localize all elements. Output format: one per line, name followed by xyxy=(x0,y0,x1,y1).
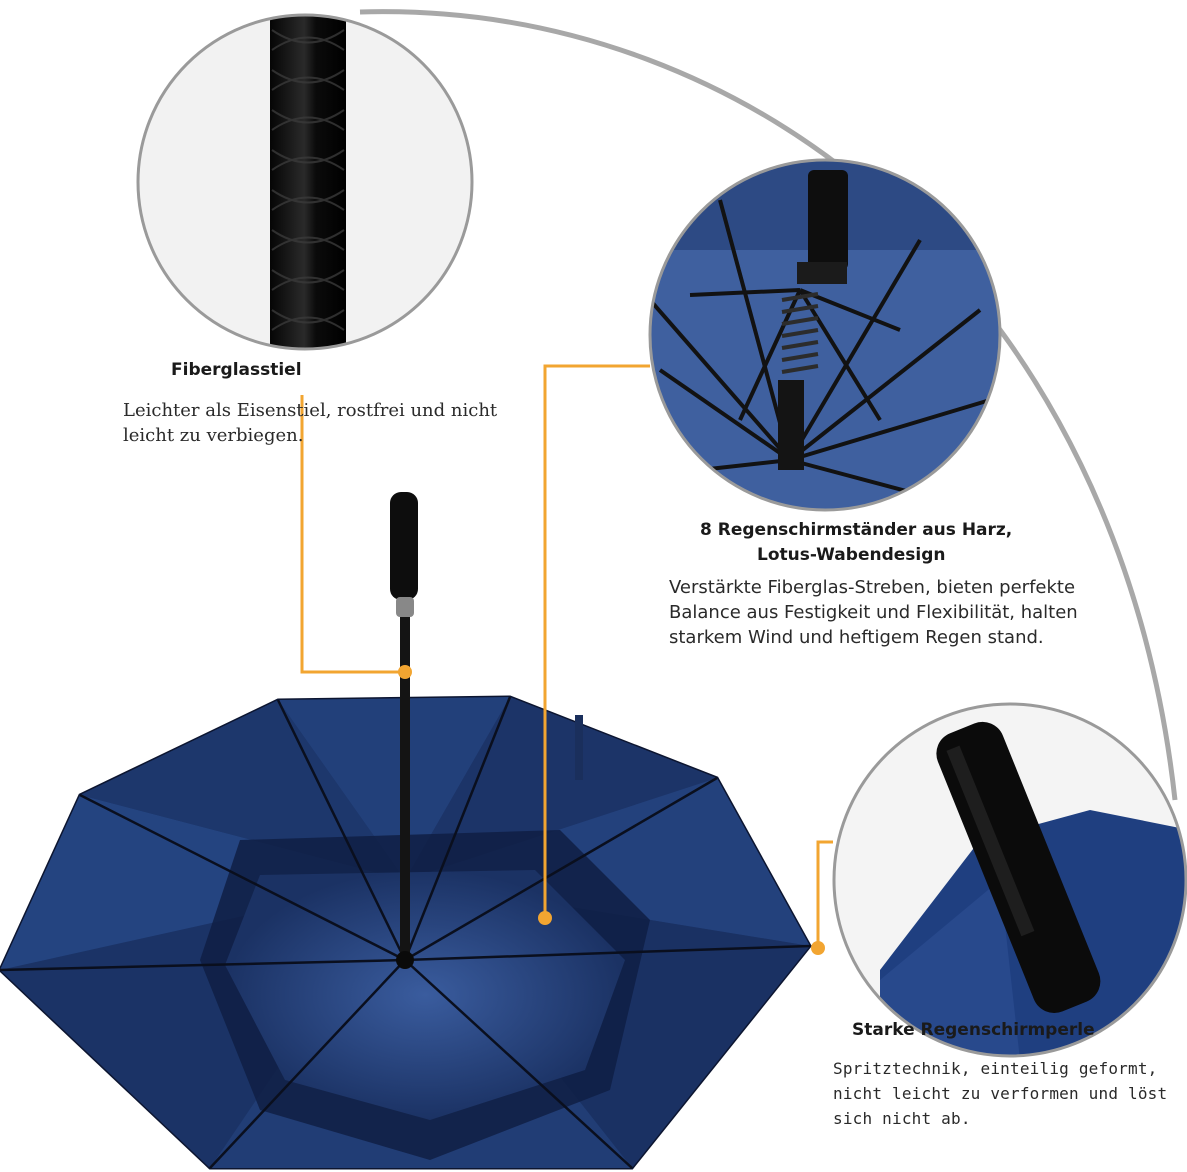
callout-lines xyxy=(300,364,833,948)
feature-title-fiberglass: Fiberglasstiel xyxy=(171,360,302,380)
fiberglass-shaft-closeup xyxy=(136,13,474,351)
feature-desc-ribs: Verstärkte Fiberglas-Streben, bieten per… xyxy=(669,577,1078,648)
tip-bead-closeup xyxy=(832,702,1187,1058)
feature-desc-bead: Spritztechnik, einteilig geformt, nicht … xyxy=(833,1059,1168,1128)
feature-title-ribs-line2: Lotus-Wabendesign xyxy=(757,545,946,565)
feature-title-bead: Starke Regenschirmperle xyxy=(852,1020,1095,1040)
feature-desc-fiberglass: Leichter als Eisenstiel, rostfrei und ni… xyxy=(123,400,498,446)
rib-frame-closeup xyxy=(648,158,1002,512)
umbrella-illustration xyxy=(0,492,812,1170)
feature-title-ribs-line1: 8 Regenschirmständer aus Harz, xyxy=(700,520,1013,540)
